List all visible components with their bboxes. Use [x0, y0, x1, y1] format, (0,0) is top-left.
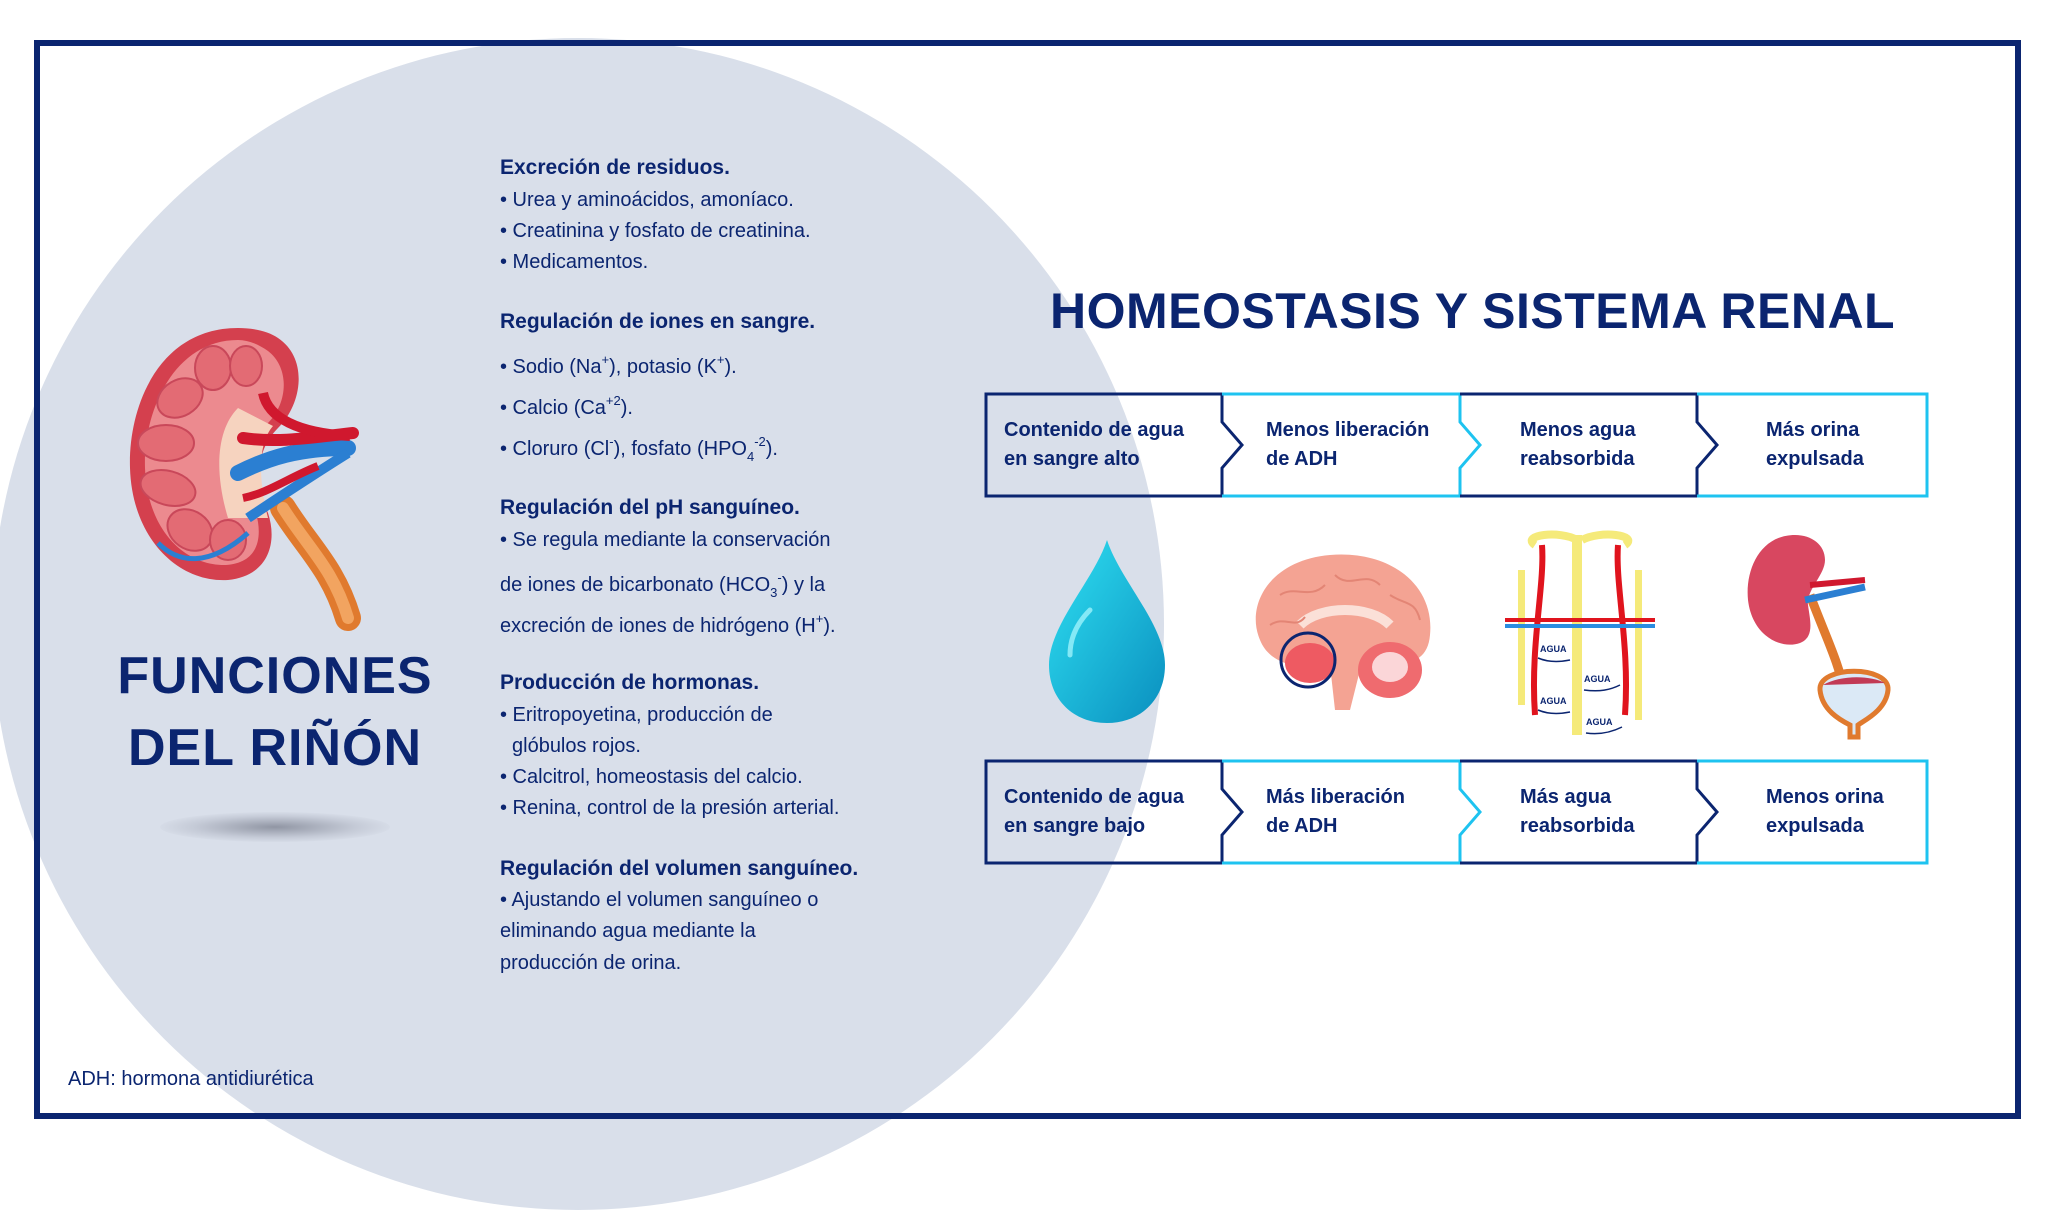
- section-heading: Regulación de iones en sangre.: [500, 310, 816, 333]
- flow-step: Contenido de agua en sangre alto: [1004, 418, 1184, 470]
- list-item: • Calcitrol, homeostasis del calcio.: [500, 766, 803, 788]
- flow-step: Más agua reabsorbida: [1520, 785, 1635, 837]
- list-item: • Ajustando el volumen sanguíneo o: [500, 889, 819, 911]
- title-line-1: FUNCIONES: [117, 647, 433, 705]
- list-item: • Calcio (Ca+2).: [500, 393, 633, 419]
- water-drop-icon: [1049, 540, 1165, 723]
- brain-hypothalamus-icon: [1255, 554, 1431, 710]
- svg-text:AGUA: AGUA: [1540, 696, 1567, 706]
- kidney-illustration: [129, 328, 361, 631]
- list-item: • Cloruro (Cl-), fosfato (HPO4-2).: [500, 434, 778, 464]
- nephron-water-reabsorption-icon: AGUA AGUA AGUA AGUA: [1505, 530, 1655, 735]
- flow-step: Contenido de agua en sangre bajo: [1004, 785, 1184, 837]
- svg-text:AGUA: AGUA: [1540, 644, 1567, 654]
- list-item: • Urea y aminoácidos, amoníaco.: [500, 189, 794, 211]
- list-item: • Renina, control de la presión arterial…: [500, 797, 840, 819]
- svg-text:AGUA: AGUA: [1586, 717, 1613, 727]
- kidney-bladder-icon: [1747, 535, 1891, 740]
- list-item: producción de orina.: [500, 952, 682, 974]
- page-frame: [34, 40, 2021, 1119]
- flow-step: Más orina expulsada: [1766, 418, 1864, 470]
- list-item: • Eritropoyetina, producción de: [500, 704, 773, 726]
- list-item: • Se regula mediante la conservación: [500, 529, 831, 551]
- section-heading: Producción de hormonas.: [500, 671, 760, 694]
- list-item: glóbulos rojos.: [512, 735, 641, 757]
- flow-step: Menos agua reabsorbida: [1520, 418, 1636, 470]
- flow-high-water: Contenido de agua en sangre alto Menos l…: [984, 392, 1929, 498]
- list-item: excreción de iones de hidrógeno (H+).: [500, 611, 836, 637]
- flow-low-water: Contenido de agua en sangre bajo Más lib…: [984, 759, 1929, 865]
- flow-step: Menos orina expulsada: [1766, 785, 1884, 837]
- kidney-functions-title: FUNCIONES DEL RIÑÓN: [95, 640, 455, 784]
- list-item: • Medicamentos.: [500, 251, 649, 273]
- list-item: eliminando agua mediante la: [500, 920, 756, 942]
- list-item: • Sodio (Na+), potasio (K+).: [500, 352, 737, 378]
- flow-arrows-outline: [984, 759, 1929, 865]
- footnote-adh: ADH: hormona antidiurética: [68, 1068, 314, 1090]
- title-shadow: [160, 812, 390, 842]
- svg-text:AGUA: AGUA: [1584, 674, 1611, 684]
- list-item: • Creatinina y fosfato de creatinina.: [500, 220, 811, 242]
- flow-step: Más liberación de ADH: [1266, 785, 1405, 837]
- flow-arrows-outline: [984, 392, 1929, 498]
- list-item: de iones de bicarbonato (HCO3-) y la: [500, 570, 826, 600]
- flow-step: Menos liberación de ADH: [1266, 418, 1430, 470]
- section-heading: Regulación del volumen sanguíneo.: [500, 857, 859, 880]
- title-line-2: DEL RIÑÓN: [127, 719, 423, 777]
- section-heading: Regulación del pH sanguíneo.: [500, 496, 800, 519]
- section-heading: Excreción de residuos.: [500, 156, 730, 179]
- homeostasis-title: HOMEOSTASIS Y SISTEMA RENAL: [1050, 283, 1896, 339]
- background-circle: [0, 38, 1164, 1210]
